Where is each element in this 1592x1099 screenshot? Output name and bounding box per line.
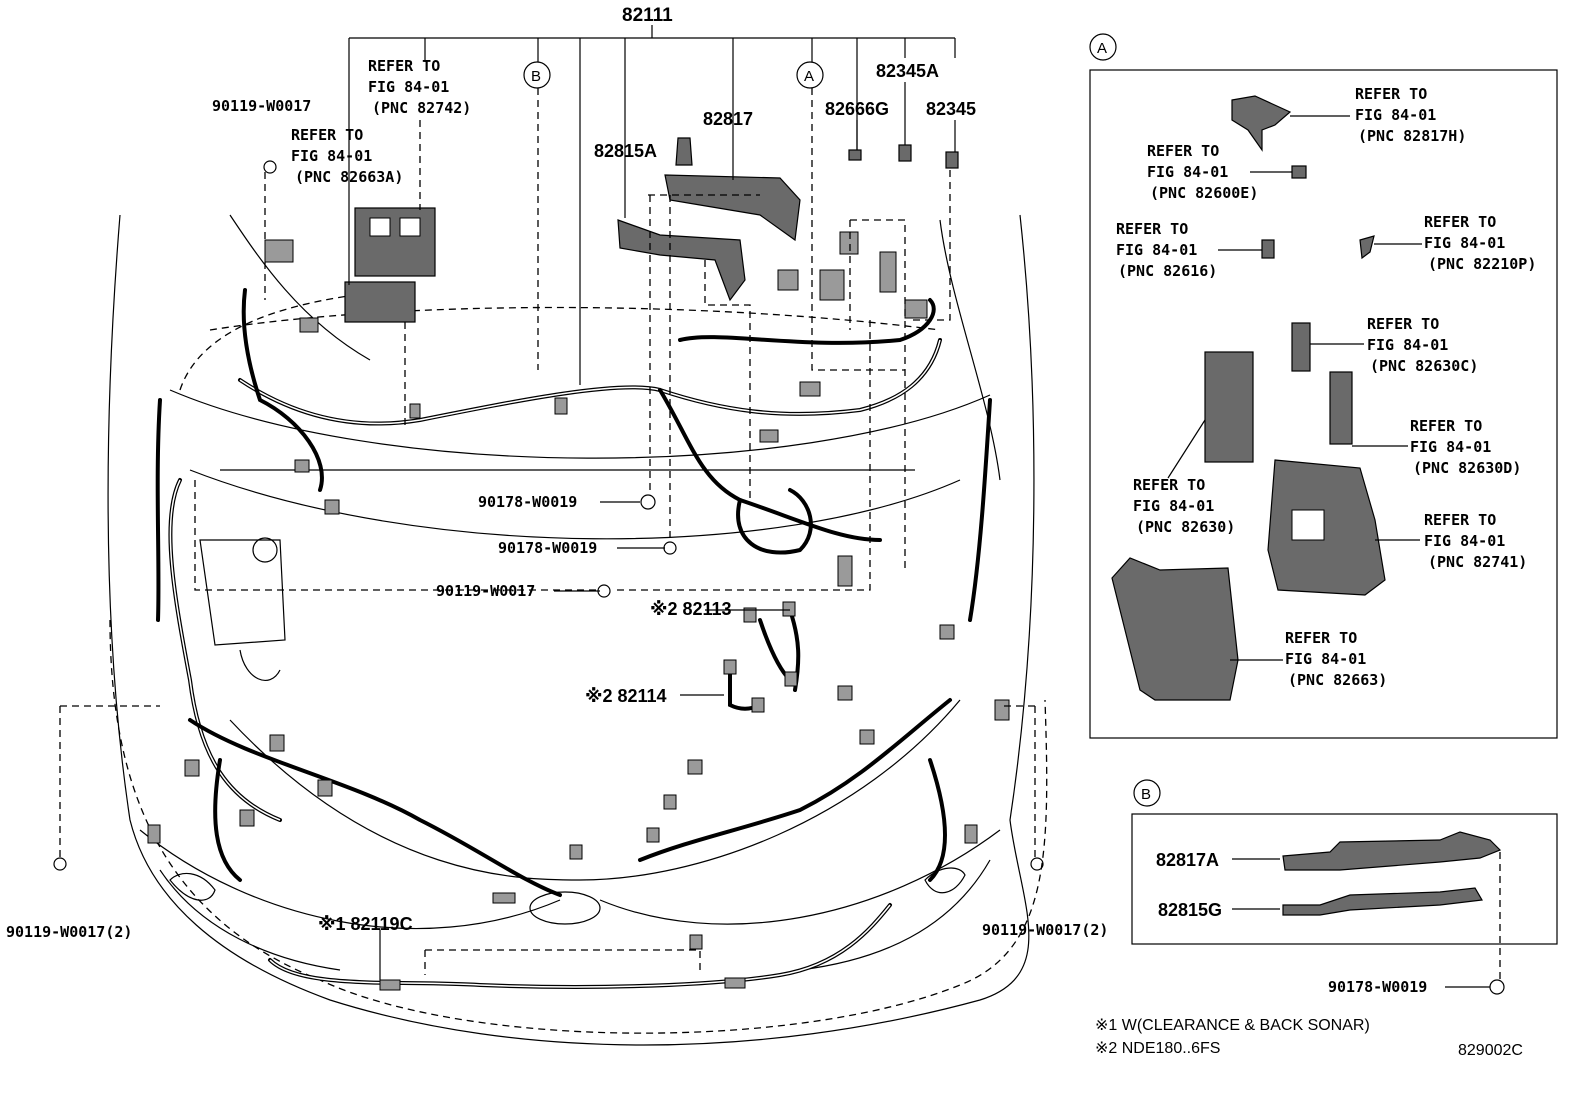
svg-text:(PNC 82616): (PNC 82616) bbox=[1118, 262, 1217, 280]
svg-text:REFER TO: REFER TO bbox=[1367, 315, 1439, 333]
label-82114: ※2 82114 bbox=[585, 686, 667, 706]
bracket-82815A bbox=[617, 137, 746, 302]
svg-text:(PNC 82741): (PNC 82741) bbox=[1428, 553, 1527, 571]
label-nut-1: 90178-W0019 bbox=[478, 493, 577, 511]
sub-harness-82113 bbox=[743, 601, 801, 692]
main-harness-82111 bbox=[155, 288, 992, 989]
vehicle-body-outline bbox=[107, 214, 1048, 1046]
svg-text:(PNC 82663): (PNC 82663) bbox=[1288, 671, 1387, 689]
label-82817: 82817 bbox=[703, 109, 753, 129]
fastener-icons bbox=[53, 160, 1505, 995]
refer-82630D: REFER TO FIG 84-01 (PNC 82630D) bbox=[1410, 417, 1521, 477]
label-bolt-top-left: 90119-W0017 bbox=[212, 97, 311, 115]
svg-text:FIG 84-01: FIG 84-01 bbox=[1116, 241, 1197, 259]
refer-82630: REFER TO FIG 84-01 (PNC 82630) bbox=[1133, 476, 1235, 536]
clip-82345 bbox=[945, 151, 959, 169]
svg-text:FIG 84-01: FIG 84-01 bbox=[1424, 234, 1505, 252]
label-nut-b: 90178-W0019 bbox=[1328, 978, 1427, 996]
svg-text:REFER TO: REFER TO bbox=[1133, 476, 1205, 494]
harness-connectors bbox=[147, 231, 1010, 991]
svg-text:REFER TO: REFER TO bbox=[1147, 142, 1219, 160]
note-1: ※1 W(CLEARANCE & BACK SONAR) bbox=[1095, 1017, 1370, 1034]
label-nut-2: 90178-W0019 bbox=[498, 539, 597, 557]
label-bolt-left-2: 90119-W0017(2) bbox=[6, 923, 132, 941]
svg-text:(PNC 82663A): (PNC 82663A) bbox=[295, 168, 403, 186]
relay-block-82742 bbox=[344, 281, 416, 323]
clip-82666G bbox=[848, 149, 862, 161]
label-82119C: ※1 82119C bbox=[318, 914, 413, 934]
svg-text:(PNC 82742): (PNC 82742) bbox=[372, 99, 471, 117]
refer-82600E: REFER TO FIG 84-01 (PNC 82600E) bbox=[1147, 142, 1258, 202]
callout-b-main: B bbox=[523, 61, 551, 89]
svg-text:FIG 84-01: FIG 84-01 bbox=[1355, 106, 1436, 124]
label-82345A: 82345A bbox=[876, 61, 939, 81]
svg-text:FIG 84-01: FIG 84-01 bbox=[1424, 532, 1505, 550]
panel-a-callout: A bbox=[1097, 40, 1107, 57]
svg-text:FIG 84-01: FIG 84-01 bbox=[1285, 650, 1366, 668]
svg-text:FIG 84-01: FIG 84-01 bbox=[1410, 438, 1491, 456]
bracket-82817 bbox=[664, 174, 801, 242]
svg-text:REFER TO: REFER TO bbox=[1424, 511, 1496, 529]
svg-text:REFER TO: REFER TO bbox=[1285, 629, 1357, 647]
refer-82742: REFER TO FIG 84-01 (PNC 82742) bbox=[368, 57, 471, 117]
svg-text:(PNC 82630C): (PNC 82630C) bbox=[1370, 357, 1478, 375]
leader-lines bbox=[59, 25, 1036, 980]
label-82815G: 82815G bbox=[1158, 900, 1222, 920]
svg-text:(PNC 82630D): (PNC 82630D) bbox=[1413, 459, 1521, 477]
svg-text:A: A bbox=[804, 68, 814, 85]
label-bolt-right-2: 90119-W0017(2) bbox=[982, 921, 1108, 939]
refer-82616: REFER TO FIG 84-01 (PNC 82616) bbox=[1116, 220, 1217, 280]
label-82817A: 82817A bbox=[1156, 850, 1219, 870]
svg-text:FIG 84-01: FIG 84-01 bbox=[368, 78, 449, 96]
refer-82663: REFER TO FIG 84-01 (PNC 82663) bbox=[1285, 629, 1387, 689]
label-82113: ※2 82113 bbox=[650, 599, 732, 619]
footnotes: ※1 W(CLEARANCE & BACK SONAR) ※2 NDE180..… bbox=[1095, 1017, 1523, 1059]
label-82345: 82345 bbox=[926, 99, 976, 119]
main-labels: 82111 82345A 82817 82666G 82345 82815A ※… bbox=[6, 5, 1108, 941]
refer-82663A: REFER TO FIG 84-01 (PNC 82663A) bbox=[291, 126, 403, 186]
refer-82630C: REFER TO FIG 84-01 (PNC 82630C) bbox=[1367, 315, 1478, 375]
svg-text:(PNC 82630): (PNC 82630) bbox=[1136, 518, 1235, 536]
svg-text:REFER TO: REFER TO bbox=[291, 126, 363, 144]
diagram-code: 829002C bbox=[1458, 1042, 1523, 1059]
clip-82345A bbox=[898, 144, 912, 162]
svg-text:REFER TO: REFER TO bbox=[1410, 417, 1482, 435]
note-2: ※2 NDE180..6FS bbox=[1095, 1040, 1220, 1057]
svg-text:FIG 84-01: FIG 84-01 bbox=[1147, 163, 1228, 181]
label-bolt-mid: 90119-W0017 bbox=[436, 582, 535, 600]
panel-b-callout: B bbox=[1141, 786, 1151, 803]
svg-text:REFER TO: REFER TO bbox=[1424, 213, 1496, 231]
svg-text:(PNC 82817H): (PNC 82817H) bbox=[1358, 127, 1466, 145]
refer-82210P: REFER TO FIG 84-01 (PNC 82210P) bbox=[1424, 213, 1536, 273]
svg-text:FIG 84-01: FIG 84-01 bbox=[291, 147, 372, 165]
svg-text:REFER TO: REFER TO bbox=[368, 57, 440, 75]
refer-82741: REFER TO FIG 84-01 (PNC 82741) bbox=[1424, 511, 1527, 571]
callout-a-main: A bbox=[796, 61, 824, 89]
sub-harness-82114 bbox=[723, 659, 765, 713]
svg-text:B: B bbox=[531, 68, 541, 85]
label-82111: 82111 bbox=[622, 5, 673, 26]
label-82815A: 82815A bbox=[594, 141, 657, 161]
svg-text:(PNC 82210P): (PNC 82210P) bbox=[1428, 255, 1536, 273]
panel-a: A REFER TO FIG 84-01 (PNC 82817H) REFER … bbox=[1089, 33, 1558, 739]
svg-text:FIG 84-01: FIG 84-01 bbox=[1367, 336, 1448, 354]
panel-b: B 82817A 82815G 90178-W0019 bbox=[1131, 779, 1558, 996]
svg-text:REFER TO: REFER TO bbox=[1116, 220, 1188, 238]
svg-text:FIG 84-01: FIG 84-01 bbox=[1133, 497, 1214, 515]
relay-block-82663A bbox=[354, 207, 436, 277]
label-82666G: 82666G bbox=[825, 99, 889, 119]
svg-text:(PNC 82600E): (PNC 82600E) bbox=[1150, 184, 1258, 202]
svg-text:REFER TO: REFER TO bbox=[1355, 85, 1427, 103]
refer-82817H: REFER TO FIG 84-01 (PNC 82817H) bbox=[1355, 85, 1466, 145]
